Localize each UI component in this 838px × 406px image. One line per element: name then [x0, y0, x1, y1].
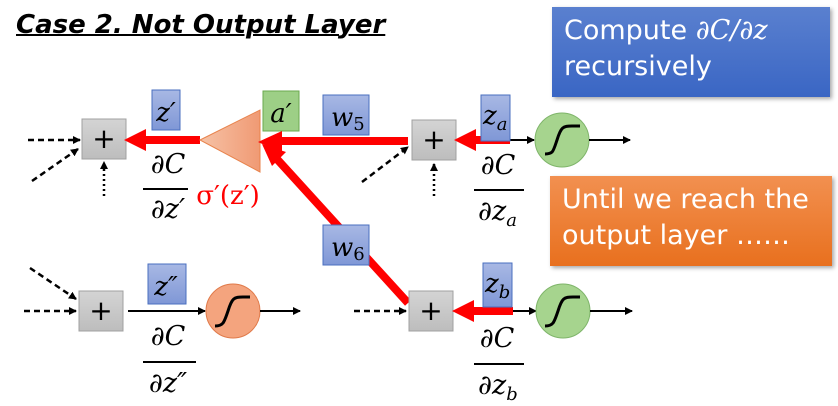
sum-node-z-a: + [411, 119, 457, 161]
label-w5: w5 [322, 94, 370, 136]
svg-text:∂za: ∂za [478, 196, 517, 231]
sum-node-z-double-prime: + [78, 290, 124, 332]
input-arrow-dashed-diag [29, 266, 77, 301]
svg-text:∂z″: ∂z″ [149, 368, 187, 399]
input-arrow-dashed-diag [31, 147, 79, 183]
svg-text:+: + [419, 294, 442, 327]
neuron-sigmoid-b [535, 283, 591, 339]
label-z-b: zb [482, 262, 513, 308]
svg-text:∂zb: ∂zb [478, 370, 518, 405]
fraction-dC-dz-b: ∂C ∂zb [474, 323, 524, 405]
slide-title: Case 2. Not Output Layer [16, 10, 386, 40]
fraction-dC-dz-double-prime: ∂C ∂z″ [143, 321, 196, 399]
sigmoid-icon [214, 295, 250, 328]
svg-text:+: + [422, 123, 445, 156]
backprop-arrowhead-z-b [452, 300, 474, 322]
callout-compute-text: Compute [564, 15, 696, 46]
backprop-arrowhead-w6 [262, 144, 286, 166]
backprop-arrowhead-z-prime [124, 129, 146, 151]
svg-text:∂C: ∂C [481, 150, 516, 181]
fraction-dC-dz-prime: ∂C ∂z′ [143, 149, 188, 225]
callout-compute-math: ∂C/∂z [695, 15, 768, 46]
svg-text:za: za [482, 101, 507, 135]
sigma-prime-triangle [198, 109, 261, 173]
neuron-sigmoid-z-double-prime [205, 283, 261, 339]
neuron-sigmoid-a [534, 112, 590, 168]
sigma-prime-label: σ′(z′) [196, 181, 260, 211]
svg-text:w5: w5 [331, 103, 365, 135]
label-z-a: za [480, 94, 511, 142]
callout-until-line2: output layer …… [562, 220, 790, 251]
label-a-prime: a′ [262, 90, 300, 132]
label-w6: w6 [322, 224, 370, 266]
callout-compute-recursively: Compute ∂C/∂z recursively [552, 7, 830, 97]
sum-node-z-prime: + [81, 118, 127, 160]
svg-text:∂z′: ∂z′ [151, 194, 185, 225]
callout-recursively-text: recursively [564, 51, 712, 82]
svg-text:w6: w6 [331, 233, 365, 265]
fraction-dC-dz-a: ∂C ∂za [474, 150, 524, 231]
callout-until-output-layer: Until we reach the output layer …… [550, 176, 832, 266]
input-arrow-dashed-diag [361, 146, 409, 183]
svg-text:∂C: ∂C [151, 321, 186, 352]
backprop-arrowhead-z-a [454, 129, 476, 151]
sigmoid-icon [544, 124, 580, 156]
label-z-prime: z′ [151, 89, 181, 131]
svg-text:z″: z″ [153, 272, 178, 302]
svg-text:z′: z′ [155, 98, 176, 128]
sum-node-z-b: + [408, 290, 454, 332]
svg-text:∂C: ∂C [480, 323, 515, 354]
svg-text:a′: a′ [270, 99, 292, 129]
backprop-arrowhead-w5 [258, 131, 282, 153]
sum-symbol: + [92, 122, 115, 155]
sigmoid-icon [544, 295, 580, 328]
svg-text:zb: zb [484, 269, 510, 303]
svg-text:∂C: ∂C [151, 149, 186, 180]
svg-text:+: + [89, 294, 112, 327]
callout-until-line1: Until we reach the [562, 184, 809, 215]
label-z-double-prime: z″ [147, 263, 187, 305]
